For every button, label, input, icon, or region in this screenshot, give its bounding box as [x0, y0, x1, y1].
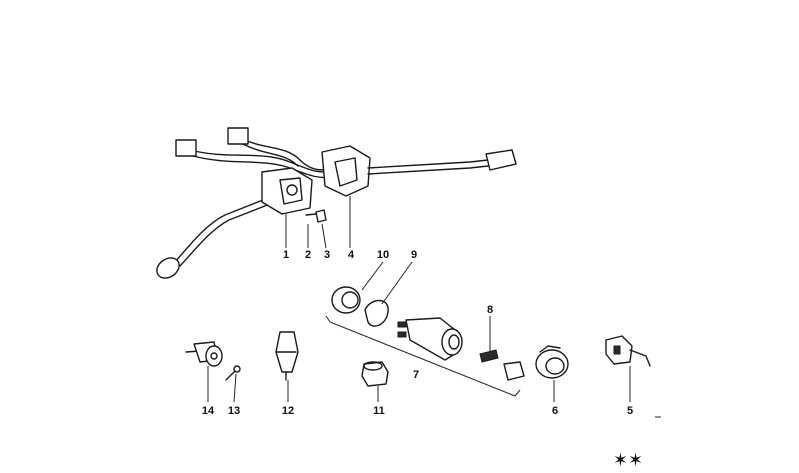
nut-10 [331, 286, 361, 314]
callout-2: 2 [305, 249, 311, 261]
lamp-holder [503, 361, 525, 381]
callout-13: 13 [228, 405, 240, 417]
clip-12 [275, 331, 299, 381]
callout-7: 7 [413, 369, 419, 381]
callout-6: 6 [552, 405, 558, 417]
callout-3: 3 [324, 249, 330, 261]
screw-13 [225, 365, 241, 381]
callout-14: 14 [202, 405, 215, 417]
right-stalk-tip [485, 149, 517, 171]
connector-upper [227, 127, 249, 145]
callout-11: 11 [373, 405, 385, 417]
leader-lines [207, 196, 661, 418]
callout-labels: 1 2 3 4 10 9 8 7 14 13 12 11 6 5 [202, 249, 633, 417]
callout-4: 4 [348, 249, 355, 261]
bulb-8 [479, 349, 499, 363]
callout-10: 10 [377, 249, 389, 261]
right-switch-body [321, 145, 371, 197]
switch-5 [605, 335, 651, 367]
callout-1: 1 [283, 249, 289, 261]
stamp-mark: ✶✶ [613, 450, 643, 471]
ring-9 [364, 299, 389, 327]
cigar-lighter-group [325, 286, 525, 397]
callout-12: 12 [282, 405, 294, 417]
cap-11 [361, 361, 389, 387]
callout-9: 9 [411, 249, 417, 261]
connector-left [175, 139, 197, 157]
bezel-6 [535, 345, 569, 379]
callout-5: 5 [627, 405, 633, 417]
callout-8: 8 [487, 304, 493, 316]
bracket-14 [185, 341, 223, 367]
left-stalk-knob [156, 257, 180, 279]
screw-3 [315, 209, 327, 223]
combination-switch-assembly [156, 127, 517, 279]
